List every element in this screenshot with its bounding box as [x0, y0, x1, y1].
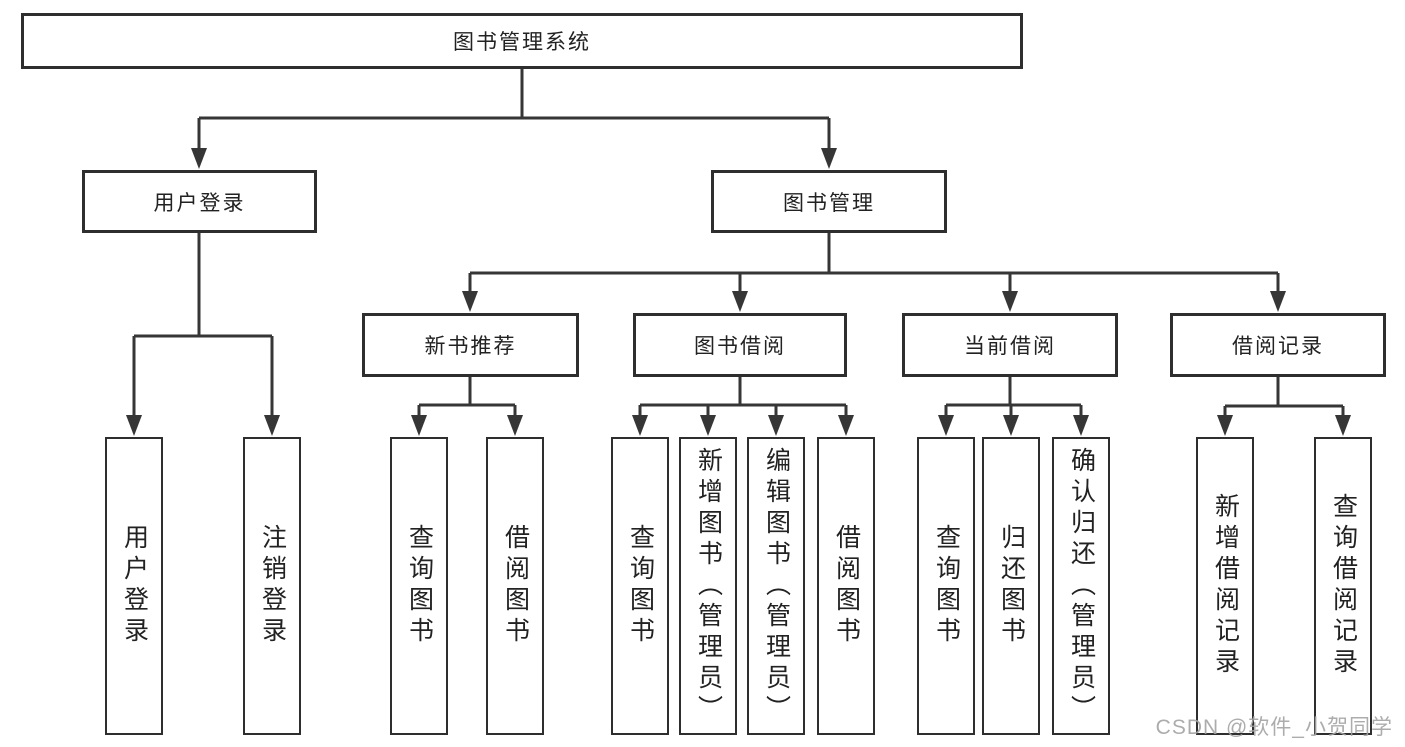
node-book-management-label: 图书管理 — [783, 191, 875, 215]
leaf-return-book-label: 归还图书 — [997, 524, 1026, 648]
leaf-edit-book-admin: 编辑图书（管理员） — [747, 437, 805, 735]
leaf-add-borrow-record: 新增借阅记录 — [1196, 437, 1254, 735]
leaf-logout-login-label: 注销登录 — [258, 524, 287, 648]
node-user-login: 用户登录 — [82, 170, 317, 233]
node-user-login-label: 用户登录 — [153, 191, 246, 215]
node-book-borrow: 图书借阅 — [633, 313, 847, 377]
arrowheads — [126, 148, 1351, 436]
leaf-query-books-1: 查询图书 — [390, 437, 448, 735]
node-current-borrow: 当前借阅 — [902, 313, 1118, 377]
leaf-query-books-1-label: 查询图书 — [405, 524, 434, 648]
leaf-return-book: 归还图书 — [982, 437, 1040, 735]
node-new-book-recommend: 新书推荐 — [362, 313, 579, 377]
leaf-user-login-label: 用户登录 — [120, 524, 149, 648]
node-book-borrow-label: 图书借阅 — [694, 335, 786, 358]
leaf-query-borrow-record-label: 查询借阅记录 — [1329, 493, 1358, 679]
leaf-user-login: 用户登录 — [105, 437, 163, 735]
leaf-add-borrow-record-label: 新增借阅记录 — [1211, 493, 1240, 679]
leaf-confirm-return-admin-label: 确认归还（管理员） — [1067, 446, 1096, 726]
node-borrow-records: 借阅记录 — [1170, 313, 1386, 377]
connector-strokes — [132, 69, 1345, 416]
leaf-borrow-books-2: 借阅图书 — [817, 437, 875, 735]
leaf-query-books-3-label: 查询图书 — [932, 524, 961, 648]
leaf-borrow-books-2-label: 借阅图书 — [832, 524, 861, 648]
leaf-confirm-return-admin: 确认归还（管理员） — [1052, 437, 1110, 735]
leaf-query-books-2: 查询图书 — [611, 437, 669, 735]
node-root: 图书管理系统 — [21, 13, 1023, 69]
leaf-edit-book-admin-label: 编辑图书（管理员） — [762, 446, 791, 726]
node-current-borrow-label: 当前借阅 — [964, 335, 1056, 358]
csdn-watermark: CSDN @软件_小贺同学 — [1155, 716, 1393, 739]
node-borrow-records-label: 借阅记录 — [1232, 335, 1324, 358]
leaf-query-borrow-record: 查询借阅记录 — [1314, 437, 1372, 735]
node-book-management: 图书管理 — [711, 170, 947, 233]
leaf-logout-login: 注销登录 — [243, 437, 301, 735]
leaf-borrow-books-1-label: 借阅图书 — [501, 524, 530, 648]
leaf-add-book-admin-label: 新增图书（管理员） — [694, 446, 723, 726]
node-root-label: 图书管理系统 — [453, 31, 591, 54]
leaf-add-book-admin: 新增图书（管理员） — [679, 437, 737, 735]
leaf-borrow-books-1: 借阅图书 — [486, 437, 544, 735]
leaf-query-books-2-label: 查询图书 — [626, 524, 655, 648]
leaf-query-books-3: 查询图书 — [917, 437, 975, 735]
node-new-book-recommend-label: 新书推荐 — [424, 335, 517, 358]
